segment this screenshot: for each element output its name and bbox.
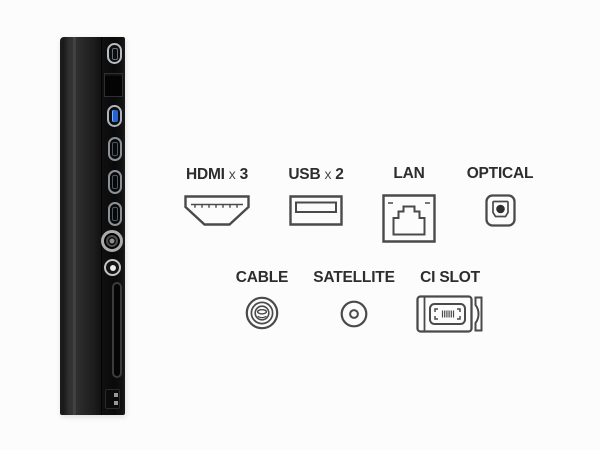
panel-seam bbox=[101, 37, 102, 415]
lan-port bbox=[104, 73, 123, 97]
panel-highlight bbox=[73, 37, 76, 415]
lan-label: LAN bbox=[393, 165, 425, 182]
optical-label: OPTICAL bbox=[466, 165, 534, 182]
satellite-connector-port bbox=[104, 259, 121, 276]
optical-icon bbox=[485, 194, 516, 227]
usb-icon bbox=[289, 195, 343, 226]
satellite-icon bbox=[340, 300, 368, 328]
legend-item-ci-slot: CI SLOT bbox=[400, 270, 500, 333]
tv-side-panel bbox=[60, 37, 125, 415]
hdmi-port-3 bbox=[108, 202, 122, 226]
cable-label: CABLE bbox=[235, 269, 289, 286]
legend-item-cable: CABLE bbox=[212, 270, 312, 330]
hdmi-port-1 bbox=[108, 137, 122, 161]
hdmi-port-2 bbox=[108, 170, 122, 194]
usb3-port bbox=[107, 105, 122, 127]
lan-icon bbox=[382, 194, 436, 243]
legend-item-optical: OPTICAL bbox=[450, 166, 550, 227]
usb-port-top bbox=[107, 43, 122, 64]
service-port bbox=[105, 389, 120, 409]
cable-connector-port bbox=[101, 230, 123, 252]
satellite-label: SATELLITE bbox=[313, 269, 395, 286]
cable-icon bbox=[245, 296, 279, 330]
legend-item-satellite: SATELLITE bbox=[304, 270, 404, 328]
ci-slot-label: CI SLOT bbox=[420, 269, 480, 286]
ci-slot-icon bbox=[416, 295, 484, 333]
ci-slot-port bbox=[112, 282, 122, 378]
hdmi-icon bbox=[184, 195, 250, 226]
legend-item-lan: LAN bbox=[359, 166, 459, 243]
